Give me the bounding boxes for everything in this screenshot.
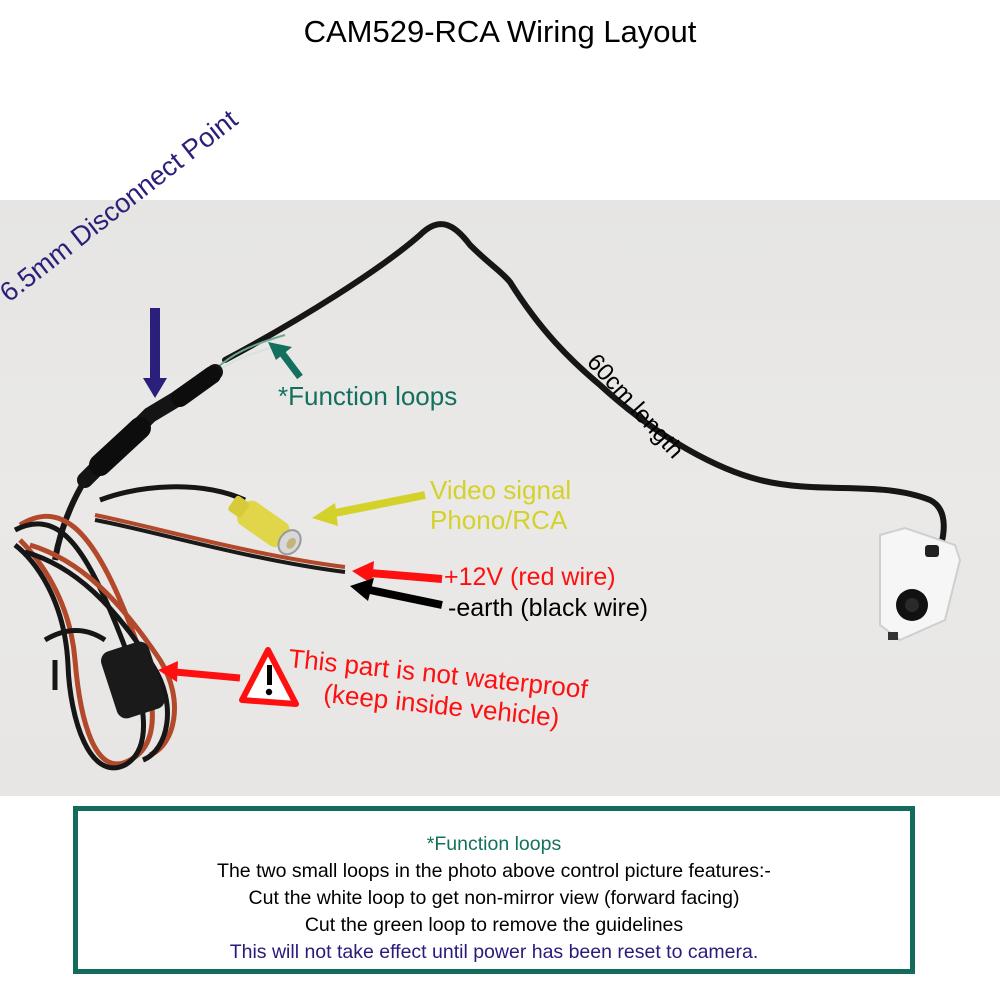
rca-connector [228,495,302,556]
camera-cable [222,221,947,563]
info-box-line: The two small loops in the photo above c… [217,860,771,882]
power-loom-coil [13,513,177,771]
power-earth-label: -earth (black wire) [448,594,649,622]
warning-arrow [158,661,241,682]
info-box-note: This will not take effect until power ha… [229,941,759,963]
function-loops-info-box: *Function loops The two small loops in t… [73,806,915,974]
video-signal-arrow [312,491,426,526]
power-wire-pair [94,518,346,574]
page-title: CAM529-RCA Wiring Layout [303,14,697,49]
video-signal-line2: Phono/RCA [430,504,568,535]
info-box-heading: *Function loops [426,833,562,855]
disconnect-arrow [143,308,167,398]
info-box-line: Cut the green loop to remove the guideli… [304,914,684,936]
video-signal-line1: Video signal [430,475,572,505]
disconnect-connector [77,364,223,488]
power-positive-arrow [352,561,443,584]
ferrite-block [101,641,165,719]
function-loops-label: *Function loops [278,381,458,411]
earth-arrow [350,578,443,609]
power-positive-label: +12V (red wire) [444,563,616,591]
camera-body [879,526,962,642]
function-loops-arrow [268,342,303,380]
video-signal-label: Video signal Phono/RCA [430,475,572,536]
warning-triangle-icon [239,647,299,707]
rca-lead [99,484,247,503]
info-box-line: Cut the white loop to get non-mirror vie… [248,887,740,909]
